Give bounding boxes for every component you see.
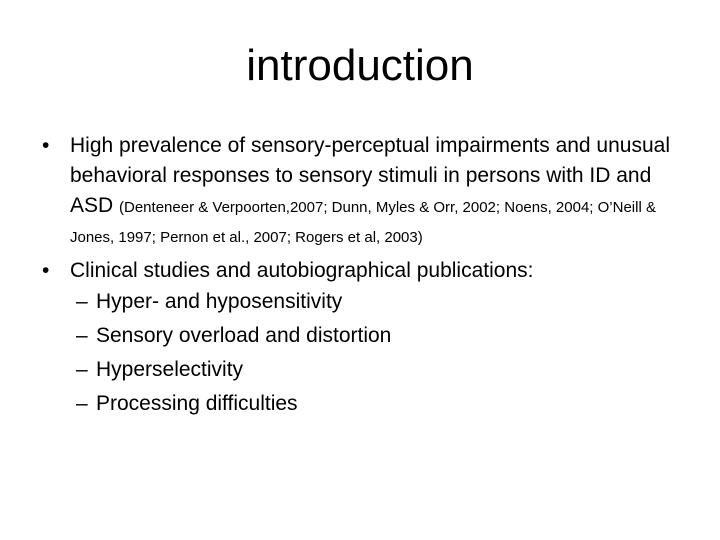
bullet-marker: • [42, 259, 50, 282]
bullet-marker: • [42, 134, 50, 157]
sub-bullet-text: Sensory overload and distortion [96, 324, 392, 347]
sub-bullet-text: Processing difficulties [96, 392, 298, 415]
bullet-text: High prevalence of sensory-perceptual im… [70, 134, 670, 217]
sub-bullet-text: Hyperselectivity [96, 358, 244, 381]
sub-bullet-item: – Hyperselectivity [76, 353, 696, 387]
dash-marker: – [76, 392, 88, 415]
sub-bullet-item: – Processing difficulties [76, 387, 696, 421]
bullet-list: • High prevalence of sensory-perceptual … [36, 131, 696, 427]
dash-marker: – [76, 324, 88, 347]
sub-bullet-list: – Hyper- and hyposensitivity – Sensory o… [70, 285, 696, 421]
dash-marker: – [76, 358, 88, 381]
citation-text: (Denteneer & Verpoorten,2007; Dunn, Myle… [70, 199, 656, 246]
sub-bullet-item: – Sensory overload and distortion [76, 319, 696, 353]
sub-bullet-item: – Hyper- and hyposensitivity [76, 285, 696, 319]
bullet-text: Clinical studies and autobiographical pu… [70, 259, 534, 282]
slide-title: introduction [246, 41, 474, 90]
sub-bullet-text: Hyper- and hyposensitivity [96, 290, 343, 313]
bullet-item-prevalence: • High prevalence of sensory-perceptual … [36, 131, 696, 251]
dash-marker: – [76, 290, 88, 313]
bullet-item-clinical-studies: • Clinical studies and autobiographical … [36, 257, 696, 421]
